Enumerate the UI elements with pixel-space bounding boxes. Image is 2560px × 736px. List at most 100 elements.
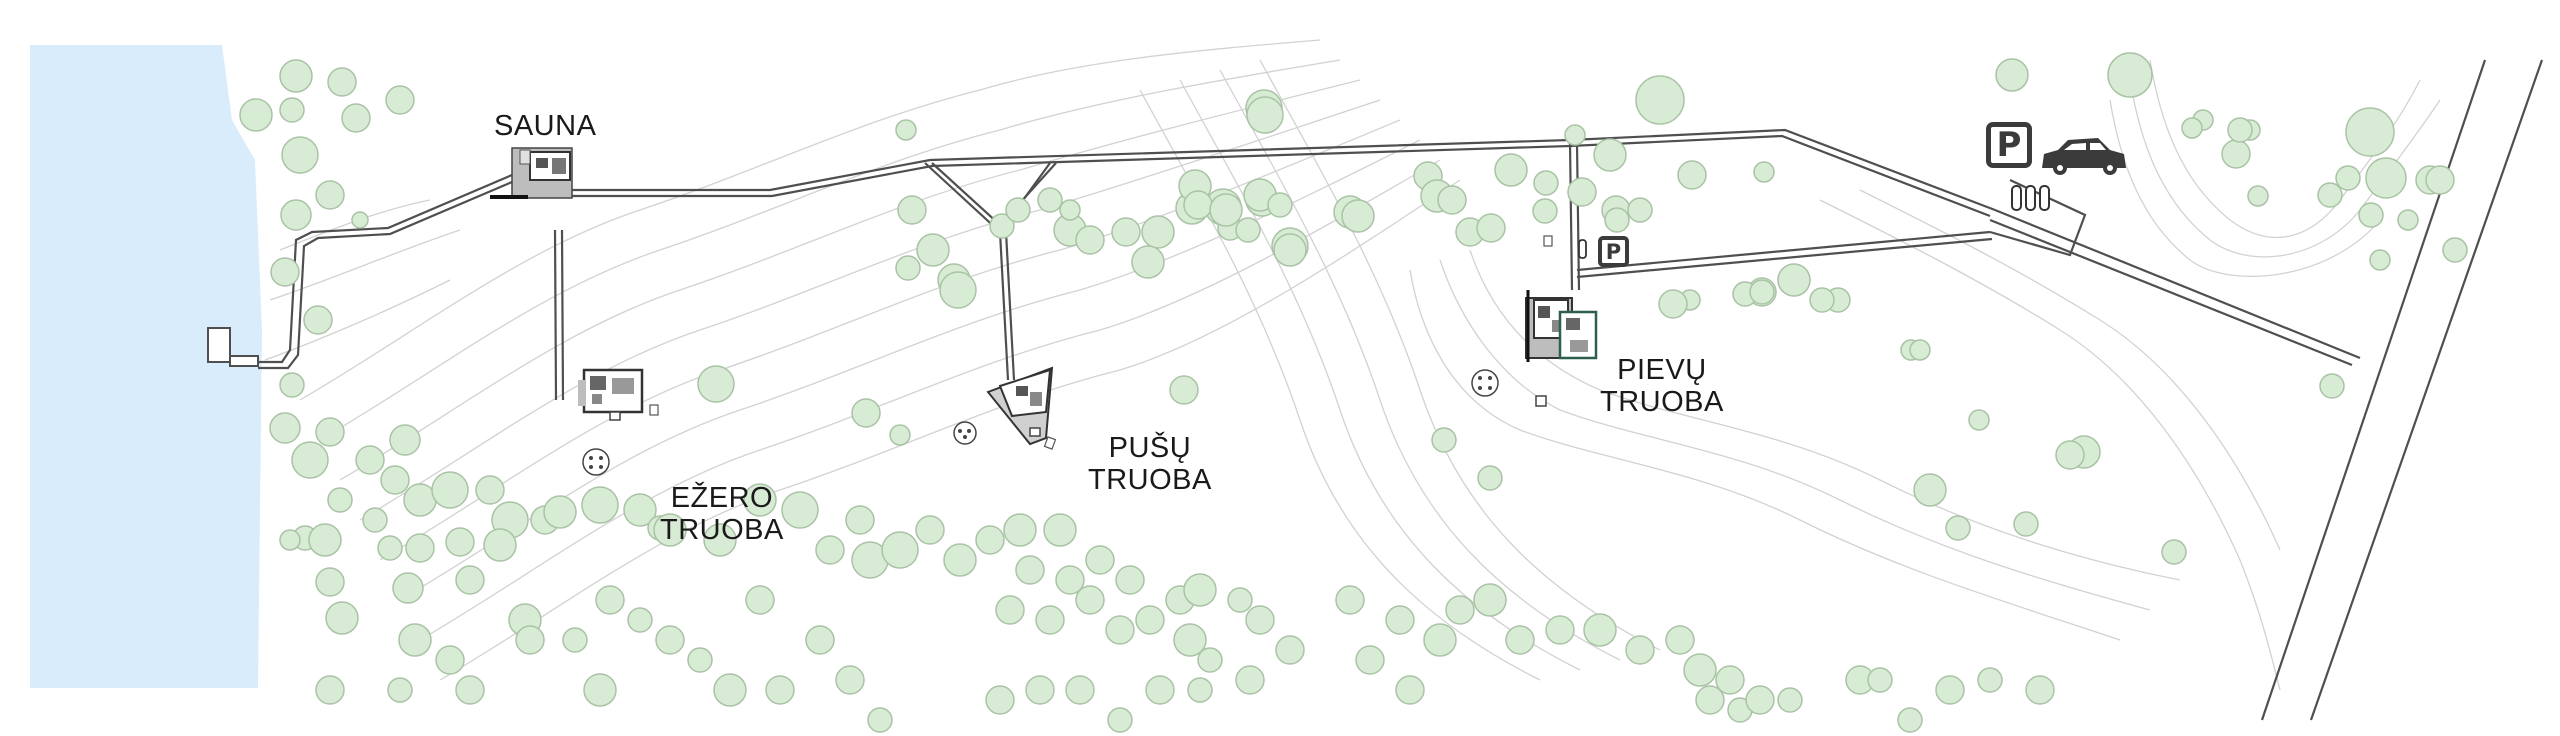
tree (270, 257, 300, 287)
tree (1246, 96, 1284, 134)
tree (989, 213, 1015, 239)
tree (939, 271, 977, 309)
tree (1183, 190, 1213, 220)
tree (1105, 615, 1135, 645)
tree (655, 625, 685, 655)
tree (385, 85, 415, 115)
tree (687, 647, 713, 673)
tree (1505, 625, 1535, 655)
tree (765, 675, 795, 705)
tree (1209, 193, 1243, 227)
tree (1037, 187, 1063, 213)
tree (2227, 117, 2253, 143)
tree (239, 98, 273, 132)
tree (281, 136, 319, 174)
label-ezero-truoba: EŽERO TRUOBA (660, 482, 784, 546)
tree (1749, 279, 1775, 305)
tree (1003, 513, 1037, 547)
tree (1059, 199, 1081, 221)
tree (1604, 207, 1630, 233)
tree (781, 491, 819, 529)
tree (1015, 555, 1045, 585)
tree (1968, 409, 1990, 431)
contour-lines (264, 39, 2441, 691)
tree (475, 475, 505, 505)
tree (2335, 165, 2361, 191)
tree (325, 601, 359, 635)
pusu-cabin (953, 366, 1057, 450)
tree (2181, 117, 2203, 139)
tree (745, 585, 775, 615)
tree (2369, 249, 2391, 271)
tree (1977, 667, 2003, 693)
label-sauna: SAUNA (494, 110, 597, 142)
tree (1777, 263, 1811, 297)
tree (327, 487, 353, 513)
tree (1395, 675, 1425, 705)
tree (895, 119, 917, 141)
tree (595, 585, 625, 615)
tree (1995, 58, 2029, 92)
tree (1532, 198, 1558, 224)
tree (1197, 647, 1223, 673)
parking-sign-icon: P (1598, 236, 1629, 267)
tree (835, 665, 865, 695)
tree (1111, 217, 1141, 247)
tree (867, 707, 893, 733)
tree (1753, 161, 1775, 183)
tree (355, 445, 385, 475)
tree (1043, 513, 1077, 547)
tree (392, 572, 424, 604)
tree (1715, 665, 1745, 695)
tree (1477, 465, 1503, 491)
tree (851, 398, 881, 428)
tree (279, 59, 313, 93)
tree (1437, 185, 1467, 215)
tree (889, 424, 911, 446)
tree (403, 483, 437, 517)
tree (703, 523, 737, 557)
tree (985, 685, 1015, 715)
tree (308, 523, 342, 557)
tree (1135, 605, 1165, 635)
tree (975, 525, 1005, 555)
tree (1897, 707, 1923, 733)
car-icon (2042, 138, 2126, 175)
tree (380, 465, 410, 495)
label-pievu-truoba: PIEVŲ TRUOBA (1600, 354, 1724, 418)
tree (1075, 585, 1105, 615)
tree (431, 471, 469, 509)
tree (279, 529, 301, 551)
tree (916, 233, 950, 267)
tree (1935, 675, 1965, 705)
sauna-building (490, 147, 573, 199)
tree (1583, 613, 1617, 647)
jetty (207, 327, 231, 363)
tree (1169, 375, 1199, 405)
tree (653, 513, 687, 547)
parking-sign-icon: P (1986, 122, 2032, 168)
parking-letter: P (1605, 239, 1622, 264)
tree (995, 595, 1025, 625)
tree (1035, 605, 1065, 635)
tree (327, 67, 357, 97)
tree (1809, 287, 1835, 313)
pathways (258, 59, 2544, 721)
ezero-cabin (578, 368, 659, 476)
trees (239, 52, 2468, 733)
tree (1025, 675, 1055, 705)
tree (303, 305, 333, 335)
tree (627, 607, 653, 633)
tree (1145, 675, 1175, 705)
tree (1533, 170, 1559, 196)
tree (1131, 245, 1165, 279)
tree (1445, 595, 1475, 625)
tree (1245, 605, 1275, 635)
tree (291, 441, 329, 479)
tree (2358, 202, 2384, 228)
tree (315, 417, 345, 447)
tree (623, 493, 657, 527)
tree (1635, 75, 1685, 125)
tree (1107, 707, 1133, 733)
